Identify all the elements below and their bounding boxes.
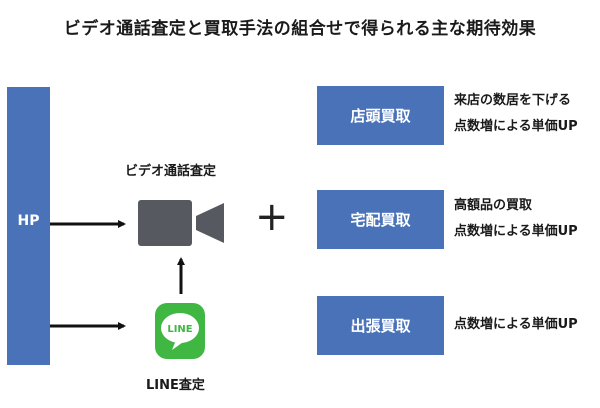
effect-text: 点数増による単価UP — [454, 317, 578, 332]
method-box-home-visit: 出張買取 — [317, 296, 444, 355]
line-label: LINE査定 — [146, 378, 205, 393]
effect-text: 点数増による単価UP — [454, 224, 578, 239]
method-box-delivery: 宅配買取 — [317, 190, 444, 249]
diagram-title: ビデオ通話査定と買取手法の組合せで得られる主な期待効果 — [63, 19, 537, 39]
method-effects-home-visit: 点数増による単価UP — [454, 312, 578, 338]
effect-text: 高額品の買取 — [454, 198, 533, 213]
method-label: 宅配買取 — [350, 211, 411, 229]
method-label: 店頭買取 — [350, 107, 411, 125]
line-app-icon: LINE — [155, 303, 205, 359]
video-camera-icon — [138, 200, 224, 246]
method-label: 出張買取 — [350, 317, 411, 335]
hp-bar — [7, 87, 50, 365]
line-icon-text: LINE — [167, 324, 192, 335]
hp-label: HP — [17, 213, 40, 229]
method-box-storefront: 店頭買取 — [317, 86, 444, 145]
video-call-label: ビデオ通話査定 — [125, 164, 217, 179]
effect-text: 来店の数居を下げる — [454, 93, 572, 108]
effect-text: 点数増による単価UP — [454, 119, 578, 134]
plus-sign: + — [255, 194, 289, 240]
method-effects-delivery: 高額品の買取 点数増による単価UP — [454, 193, 578, 245]
method-effects-storefront: 来店の数居を下げる 点数増による単価UP — [454, 88, 578, 140]
